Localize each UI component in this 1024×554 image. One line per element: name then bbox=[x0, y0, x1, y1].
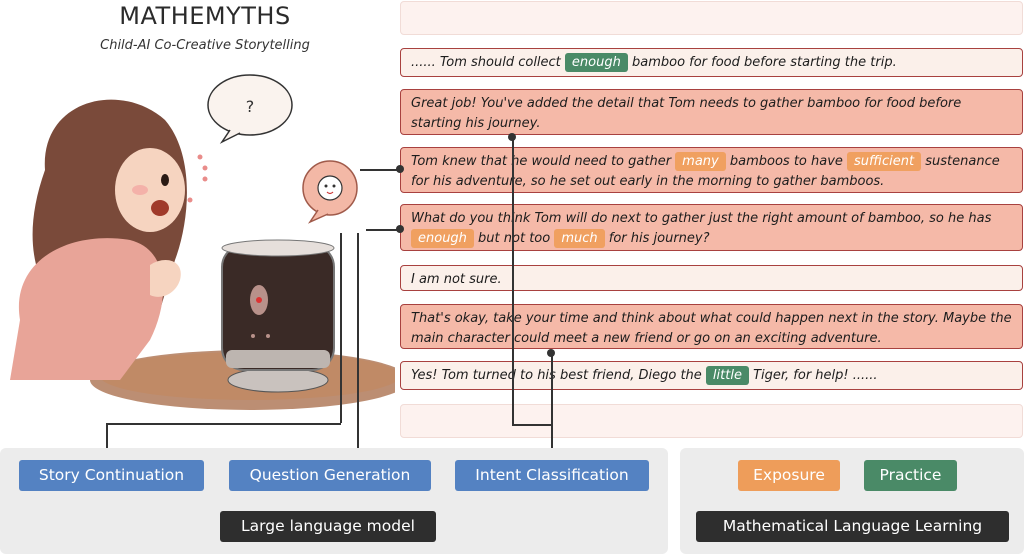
learning-panel: Exposure Practice Mathematical Language … bbox=[680, 448, 1024, 554]
dialogue-placeholder-bottom bbox=[400, 404, 1023, 438]
question-generation-module[interactable]: Question Generation bbox=[229, 460, 431, 491]
message-text: for his journey? bbox=[604, 230, 710, 246]
ai-story-continuation: Tom knew that he would need to gather ma… bbox=[400, 147, 1023, 193]
message-text: ...... Tom should collect bbox=[411, 55, 565, 70]
message-text: Great job! You've added the detail that … bbox=[411, 96, 962, 131]
math-word-tag: many bbox=[675, 152, 726, 171]
intent-classification-module[interactable]: Intent Classification bbox=[455, 460, 649, 491]
connector-line bbox=[366, 229, 400, 231]
exposure-button[interactable]: Exposure bbox=[738, 460, 840, 491]
ai-question: What do you think Tom will do next to ga… bbox=[400, 204, 1023, 251]
connector-dot bbox=[396, 225, 404, 233]
robot-speech-bubble-icon bbox=[302, 160, 358, 224]
message-text: bamboo for food before starting the trip… bbox=[627, 55, 897, 70]
dialogue-placeholder-top bbox=[400, 1, 1023, 35]
math-word-tag: much bbox=[554, 228, 605, 248]
child-speech-bubble-icon: ? bbox=[207, 74, 293, 144]
message-text: Tiger, for help! ...... bbox=[748, 368, 878, 383]
story-continuation-module[interactable]: Story Continuation bbox=[19, 460, 204, 491]
message-text: Tom knew that he would need to gather bbox=[411, 154, 676, 169]
ai-encouragement: That's okay, take your time and think ab… bbox=[400, 304, 1023, 349]
llm-panel: Story Continuation Question Generation I… bbox=[0, 448, 668, 554]
message-text: I am not sure. bbox=[411, 272, 502, 287]
robot-device-icon bbox=[221, 239, 335, 393]
message-text: Yes! Tom turned to his best friend, Dieg… bbox=[411, 368, 706, 383]
practice-button[interactable]: Practice bbox=[864, 460, 957, 491]
connector-line bbox=[106, 423, 108, 460]
connector-line bbox=[340, 233, 342, 423]
connector-line bbox=[106, 423, 341, 425]
message-text: bamboos to have bbox=[725, 154, 848, 169]
message-text: but not too bbox=[473, 230, 555, 246]
math-word-tag: enough bbox=[411, 228, 474, 248]
child-utterance-1: ...... Tom should collect enough bamboo … bbox=[400, 48, 1023, 77]
math-language-learning-label: Mathematical Language Learning bbox=[696, 511, 1009, 542]
connector-dot bbox=[396, 165, 404, 173]
app-title: MATHEMYTHS bbox=[119, 2, 291, 30]
app-subtitle: Child-AI Co-Creative Storytelling bbox=[100, 38, 310, 53]
connector-line bbox=[551, 352, 553, 460]
ai-feedback: Great job! You've added the detail that … bbox=[400, 89, 1023, 135]
child-utterance-3: Yes! Tom turned to his best friend, Dieg… bbox=[400, 361, 1023, 390]
message-text: sustenance for his adventure, so he set … bbox=[411, 154, 1000, 189]
connector-dot bbox=[547, 349, 555, 357]
connector-dot bbox=[508, 133, 516, 141]
connector-line bbox=[512, 424, 552, 426]
child-robot-illustration: ? bbox=[10, 74, 395, 410]
message-text: That's okay, take your time and think ab… bbox=[411, 311, 1012, 346]
connector-line bbox=[512, 136, 514, 425]
message-text: What do you think Tom will do next to ga… bbox=[411, 211, 992, 226]
connector-line bbox=[357, 233, 359, 460]
math-word-tag: enough bbox=[564, 53, 628, 72]
llm-label: Large language model bbox=[220, 511, 436, 542]
child-utterance-2: I am not sure. bbox=[400, 265, 1023, 291]
connector-line bbox=[360, 169, 400, 171]
math-word-tag: little bbox=[705, 366, 749, 385]
math-word-tag: sufficient bbox=[847, 152, 922, 171]
svg-text:?: ? bbox=[246, 97, 255, 116]
